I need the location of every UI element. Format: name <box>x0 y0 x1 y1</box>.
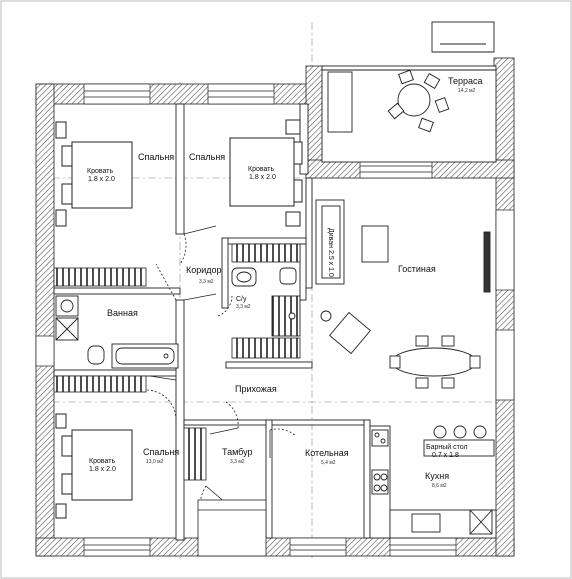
windows <box>35 83 515 557</box>
bed-n-label: Кровать <box>248 166 275 173</box>
wardrobes <box>53 243 301 481</box>
bed-nw-label: Кровать <box>87 168 114 175</box>
corridor-label: Коридор <box>186 265 222 275</box>
bed-sw-size: 1.8 х 2.0 <box>89 466 116 473</box>
terrace-label: Терраса <box>448 76 483 86</box>
terrace-table <box>387 69 450 133</box>
vestibule-area: 3,3 м2 <box>230 459 245 465</box>
axis-lines <box>36 22 515 560</box>
living-furniture <box>315 199 491 389</box>
bed-sw-label: Кровать <box>89 458 116 465</box>
hallway-label: Прихожая <box>235 384 277 394</box>
bedroom-sw-area: 13,0 м2 <box>146 459 164 465</box>
terrace-area: 14,2 м2 <box>458 88 476 94</box>
bed-nw-size: 1.8 х 2.0 <box>88 176 115 183</box>
entrance <box>197 499 267 557</box>
bathroom-fixtures <box>55 267 301 369</box>
corridor-area: 3,3 м2 <box>199 279 214 285</box>
bed-n-size: 1.8 х 2.0 <box>249 174 276 181</box>
interior-walls <box>53 103 371 541</box>
vestibule-label: Тамбур <box>222 447 253 457</box>
boiler-area: 5,4 м2 <box>321 460 336 466</box>
bedroom-nw-label: Спальня <box>138 152 175 162</box>
bathroom-label: Ванная <box>107 308 138 318</box>
kitchen-units <box>369 425 497 539</box>
bedroom-sw-label: Спальня <box>143 447 180 457</box>
beds <box>55 119 303 519</box>
bedroom-n-label: Спальня <box>189 152 226 162</box>
wc-area: 3,3 м2 <box>236 304 251 310</box>
kitchen-area: 8,6 м2 <box>432 483 447 489</box>
sofa-label: Диван 2.5 х 1.0 <box>327 228 334 277</box>
bar-size: 0.7 х 1.8 <box>432 452 459 459</box>
wc-label: С/у <box>236 296 247 303</box>
living-label: Гостиная <box>398 264 436 274</box>
bar-label: Барный стол <box>426 444 468 451</box>
boiler-label: Котельная <box>305 448 349 458</box>
kitchen-label: Кухня <box>425 471 450 481</box>
